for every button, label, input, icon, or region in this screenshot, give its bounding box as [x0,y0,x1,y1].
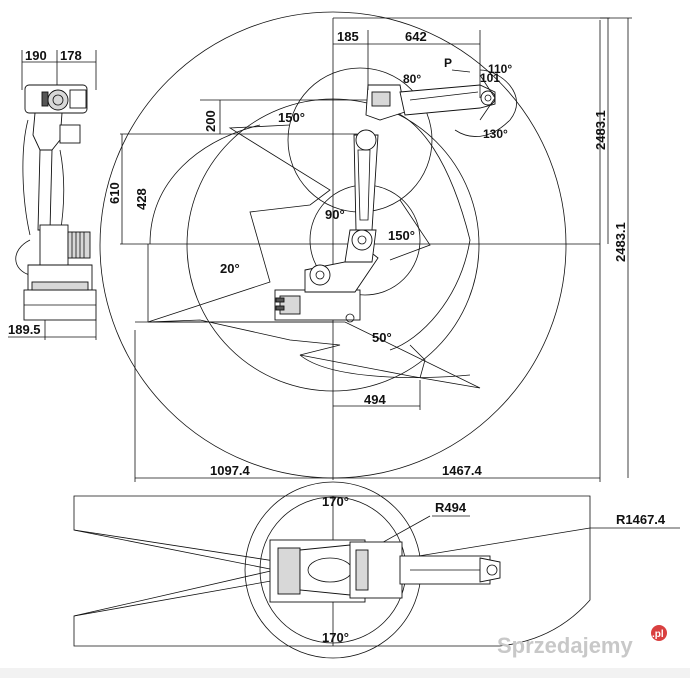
top-radius-outer: R1467.4 [616,512,666,527]
angle-20: 20° [220,261,240,276]
watermark-text: Sprzedajemy [497,633,633,658]
side-width-left: 190 [25,48,47,63]
top-dim-642: 642 [405,29,427,44]
height-dim-200: 200 [203,110,218,132]
top-radius-inner: R494 [435,500,467,515]
angle-50: 50° [372,330,392,345]
top-view: 170° 170° R494 R1467.4 [73,481,680,659]
side-width-right: 178 [60,48,82,63]
wrist-angle-130: 130° [483,127,508,141]
wrist-angle-80: 80° [403,72,421,86]
side-view: 190 178 189.5 [8,48,97,340]
height-dim-610: 610 [107,182,122,204]
wrist-dim-101: 101 [480,71,500,85]
top-angle-lower: 170° [322,630,349,645]
angle-150-lower: 150° [388,228,415,243]
reach-dim-1467: 1467.4 [442,463,483,478]
vertical-dim-upper: 2483.1 [593,110,608,150]
angle-90: 90° [325,207,345,222]
watermark: Sprzedajemy .pl [497,625,667,658]
vertical-dim-full: 2483.1 [613,222,628,262]
main-view: 185 642 P 80° 110° 101 130° 200 610 428 … [99,11,632,482]
side-base-dim: 189.5 [8,322,41,337]
angle-150-upper: 150° [278,110,305,125]
top-dim-185: 185 [337,29,359,44]
reach-dim-1097: 1097.4 [210,463,251,478]
wrist-angle-110: 110° [488,62,512,76]
reach-dim-494: 494 [364,392,386,407]
top-angle-upper: 170° [322,494,349,509]
height-dim-428: 428 [134,188,149,210]
point-p: P [444,56,452,70]
watermark-suffix: .pl [652,629,664,640]
